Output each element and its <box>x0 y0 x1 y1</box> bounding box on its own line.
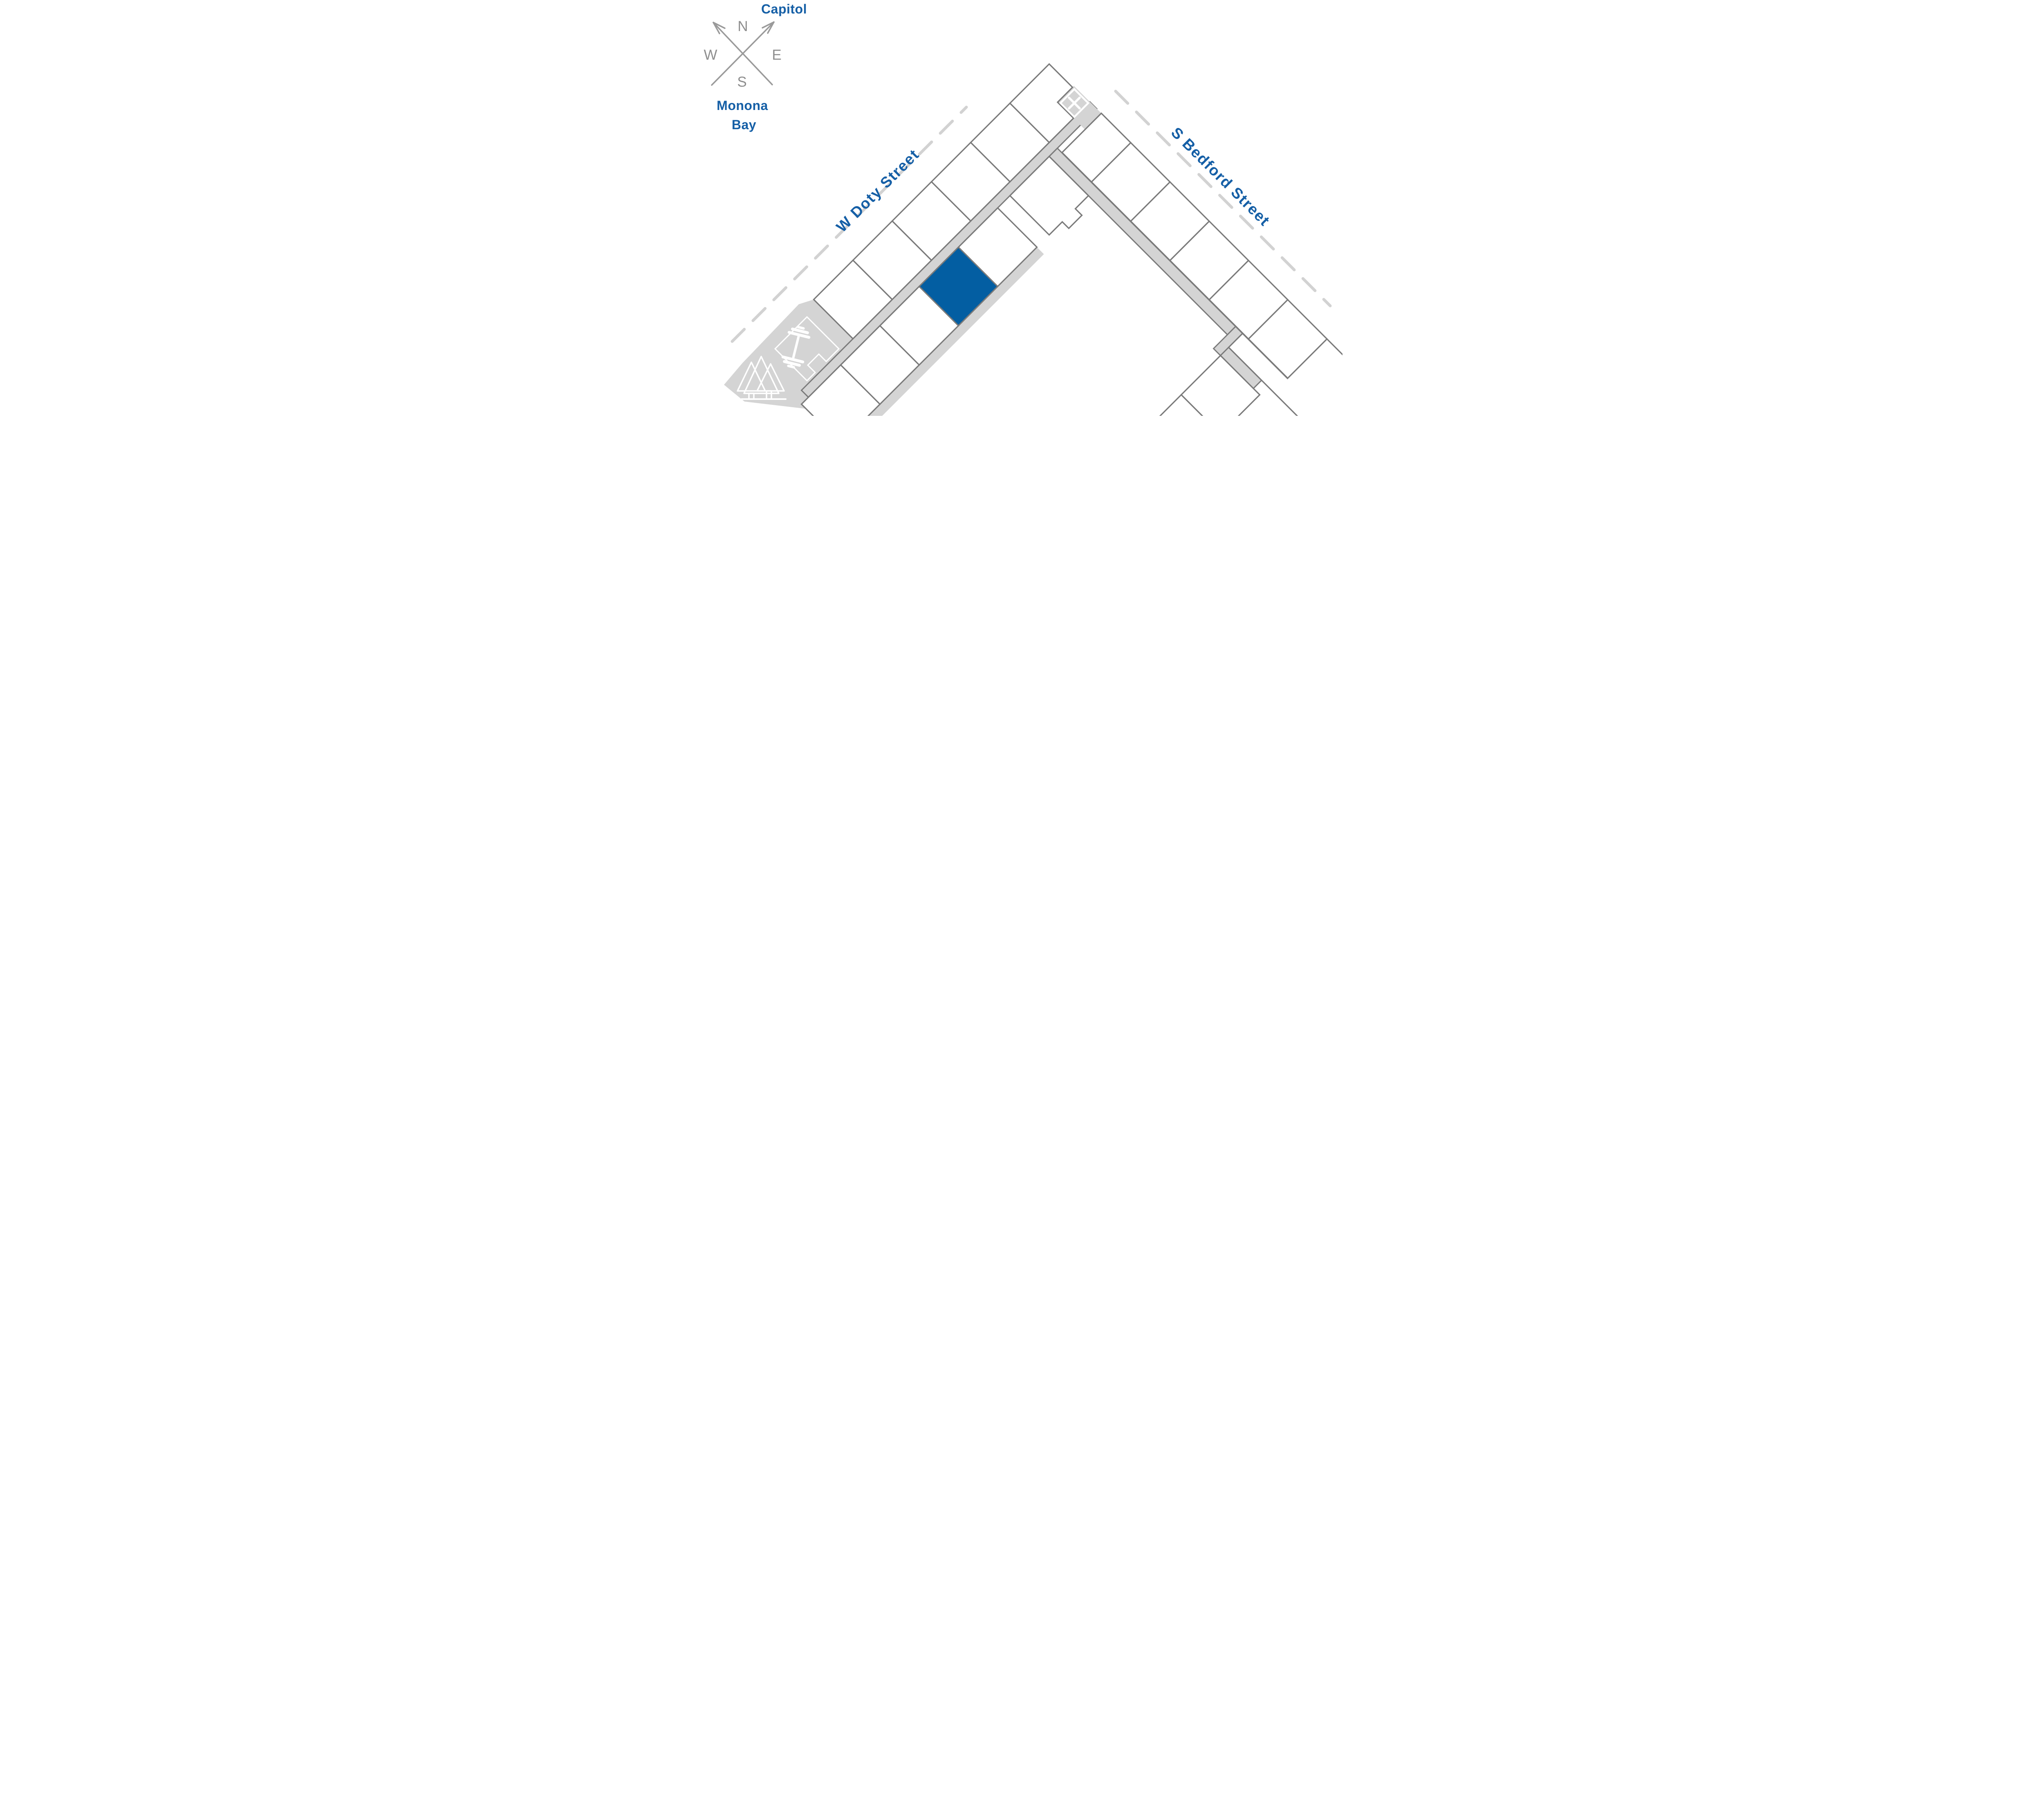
dumbbell-icon <box>781 325 811 369</box>
unit[interactable] <box>813 259 893 340</box>
amenity-area <box>724 299 853 409</box>
unit[interactable] <box>1009 155 1089 236</box>
doty-outer-row <box>813 63 1075 340</box>
site-plan-map: W Doty Street S Bedford Street N W E S C… <box>704 2 1343 416</box>
unit-end[interactable] <box>1228 332 1343 416</box>
monona-bay-label-line2: Bay <box>732 117 756 132</box>
amenity-and-corridors <box>724 86 1263 416</box>
compass-rose: N W E S <box>704 18 781 90</box>
capitol-label: Capitol <box>761 2 807 16</box>
compass-west-label: W <box>704 47 717 63</box>
bedford-outer-row <box>1061 112 1343 416</box>
monona-bay-label-line1: Monona <box>717 98 768 113</box>
compass-north-label: N <box>737 18 748 34</box>
compass-axis-nw-icon <box>713 22 773 85</box>
unit[interactable] <box>957 207 1038 287</box>
doty-inner-row <box>800 207 1038 416</box>
compass-south-label: S <box>737 74 746 90</box>
unit[interactable] <box>1180 355 1261 416</box>
corridor-doty-wing <box>800 101 1098 398</box>
doty-street-centerline <box>731 105 968 343</box>
bedford-street-centerline <box>1114 90 1332 307</box>
walkway-strip <box>868 247 1044 416</box>
x-marker-icon <box>1059 88 1090 119</box>
site-plan-page: W Doty Street S Bedford Street N W E S C… <box>702 0 1342 416</box>
trees-icon <box>737 356 787 400</box>
courtyard-side-units <box>1009 155 1261 416</box>
compass-east-label: E <box>772 47 781 63</box>
unit[interactable] <box>1142 394 1221 416</box>
ghost-unit-outline <box>774 316 840 382</box>
